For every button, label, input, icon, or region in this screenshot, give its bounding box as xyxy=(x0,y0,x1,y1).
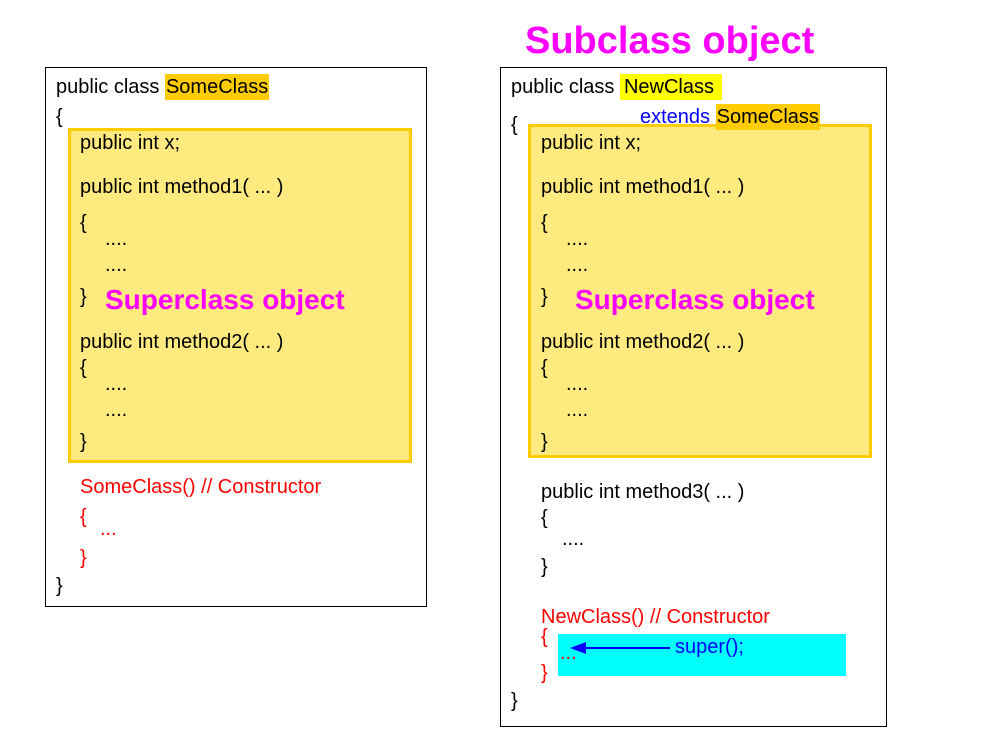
right-method2: public int method2( ... ) xyxy=(541,331,745,353)
left-ctor-open: { xyxy=(80,506,87,528)
left-method2-body1: .... xyxy=(105,373,128,395)
right-method1-body2: .... xyxy=(566,254,589,276)
left-decl-keyword: public class xyxy=(56,76,160,98)
right-open-brace: { xyxy=(511,114,518,136)
left-method1-open: { xyxy=(80,212,87,234)
right-decl-keyword: public class xyxy=(511,76,615,98)
right-method3-body: .... xyxy=(562,528,585,550)
super-call-highlight xyxy=(558,634,846,676)
left-field: public int x; xyxy=(80,132,181,154)
superclass-region-left xyxy=(68,128,412,463)
left-method1-body1: .... xyxy=(105,228,128,250)
left-constructor: SomeClass() // Constructor xyxy=(80,476,322,498)
super-call: super(); xyxy=(675,636,744,658)
left-method2-body2: .... xyxy=(105,399,128,421)
left-class-name: SomeClass xyxy=(164,74,270,100)
right-class-name: NewClass xyxy=(619,74,722,100)
right-method2-close: } xyxy=(541,431,548,453)
left-method2-close: } xyxy=(80,431,87,453)
right-method1-body1: .... xyxy=(566,228,589,250)
left-ctor-body: ... xyxy=(100,518,117,540)
left-close-brace: } xyxy=(56,575,63,597)
right-method1-open: { xyxy=(541,212,548,234)
superclass-region-right xyxy=(528,124,872,458)
left-open-brace: { xyxy=(56,106,63,128)
right-close-brace: } xyxy=(511,690,518,712)
right-method3: public int method3( ... ) xyxy=(541,481,745,503)
right-ctor-close: } xyxy=(541,662,548,684)
left-ctor-close: } xyxy=(80,547,87,569)
super-arrow-icon xyxy=(570,642,670,654)
right-class-declaration: public class NewClass xyxy=(511,74,722,100)
extends-keyword: extends xyxy=(640,106,711,128)
right-method1-close: } xyxy=(541,286,548,308)
diagram-title: Subclass object xyxy=(525,20,815,62)
left-method1-close: } xyxy=(80,286,87,308)
right-method1: public int method1( ... ) xyxy=(541,176,745,198)
right-constructor: NewClass() // Constructor xyxy=(541,606,770,628)
right-extends-name: SomeClass xyxy=(715,104,820,130)
left-method2-open: { xyxy=(80,357,87,379)
right-method3-close: } xyxy=(541,556,548,578)
left-superclass-label: Superclass object xyxy=(105,284,345,315)
left-method1-body2: .... xyxy=(105,254,128,276)
right-field: public int x; xyxy=(541,132,642,154)
left-method1: public int method1( ... ) xyxy=(80,176,284,198)
left-method2: public int method2( ... ) xyxy=(80,331,284,353)
right-method3-open: { xyxy=(541,507,548,529)
left-class-declaration: public class SomeClass xyxy=(56,74,270,100)
right-extends-clause: extends SomeClass xyxy=(640,104,820,130)
right-method2-open: { xyxy=(541,357,548,379)
right-ctor-open: { xyxy=(541,626,548,648)
right-superclass-label: Superclass object xyxy=(575,284,815,315)
right-method2-body1: .... xyxy=(566,373,589,395)
right-method2-body2: .... xyxy=(566,399,589,421)
